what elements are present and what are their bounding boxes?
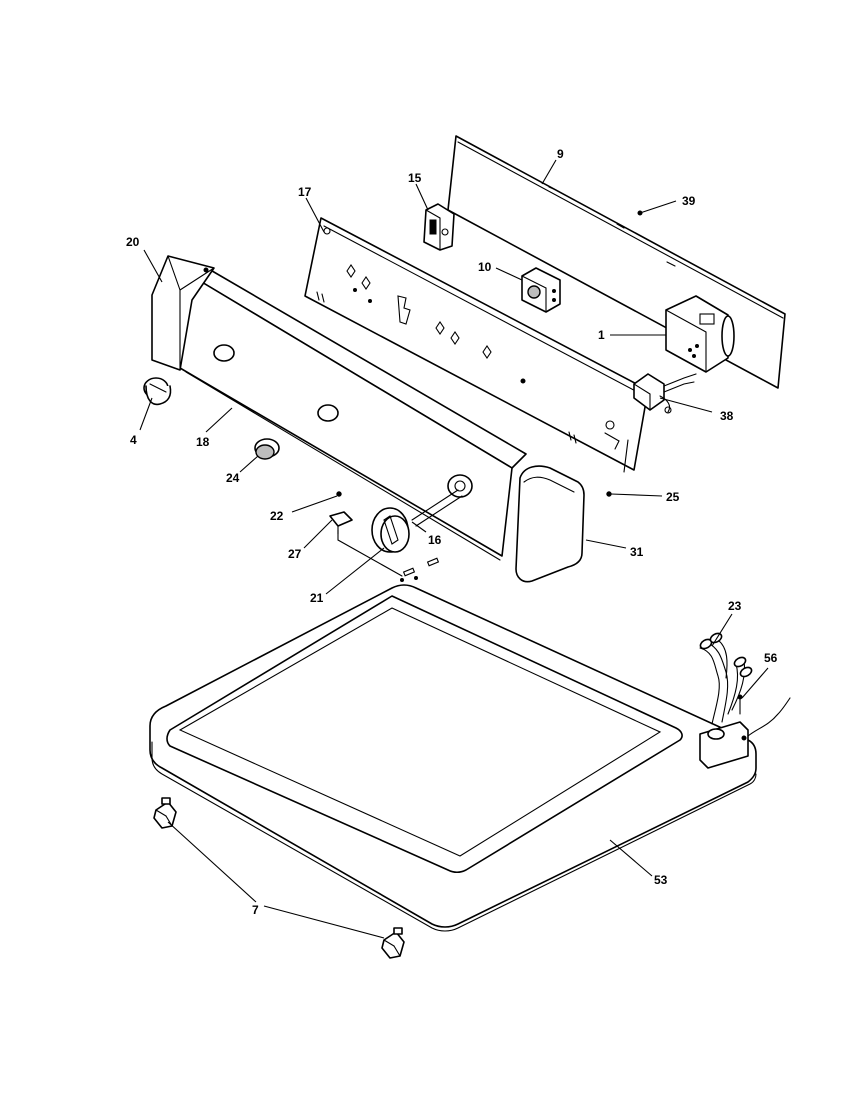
callout-16: 16	[428, 533, 442, 547]
left-end-cap	[151, 255, 215, 371]
callout-9: 9	[557, 147, 564, 161]
callout-4: 4	[130, 433, 137, 447]
callout-10: 10	[478, 260, 492, 274]
callout-25: 25	[666, 490, 680, 504]
callout-23: 23	[728, 599, 742, 613]
callout-7: 7	[252, 903, 259, 917]
bezel-24	[254, 438, 280, 460]
timer-knob	[371, 507, 410, 553]
timer-assembly	[665, 295, 735, 373]
switch-assembly	[423, 203, 455, 251]
callout-15: 15	[408, 171, 422, 185]
buzzer-switch	[633, 373, 697, 414]
callout-labels: 9 39 15 17 10 1 20 38 4 18 24 25 22 16 2…	[126, 147, 778, 917]
callout-24: 24	[226, 471, 240, 485]
callout-22: 22	[270, 509, 284, 523]
right-end-cap	[515, 465, 585, 583]
callout-39: 39	[682, 194, 696, 208]
knob-4	[143, 377, 172, 406]
callout-20: 20	[126, 235, 140, 249]
control-panel	[179, 267, 527, 561]
callout-56: 56	[764, 651, 778, 665]
top-assembly	[149, 529, 757, 932]
wire-harness	[699, 632, 791, 769]
hinge-front-left	[153, 797, 177, 829]
callout-21: 21	[310, 591, 324, 605]
shaft-16	[411, 489, 463, 527]
control-bracket	[304, 217, 649, 473]
screw-22	[336, 491, 342, 497]
rotary-switch	[521, 267, 561, 313]
callout-31: 31	[630, 545, 644, 559]
callout-53: 53	[654, 873, 668, 887]
callout-18: 18	[196, 435, 210, 449]
clip-27	[329, 511, 353, 535]
callout-17: 17	[298, 185, 312, 199]
hinge-front-right	[381, 927, 405, 959]
callout-38: 38	[720, 409, 734, 423]
screw-56	[737, 694, 743, 715]
leader-lines	[139, 159, 769, 939]
screw-25	[606, 491, 612, 497]
callout-1: 1	[598, 328, 605, 342]
callout-27: 27	[288, 547, 302, 561]
